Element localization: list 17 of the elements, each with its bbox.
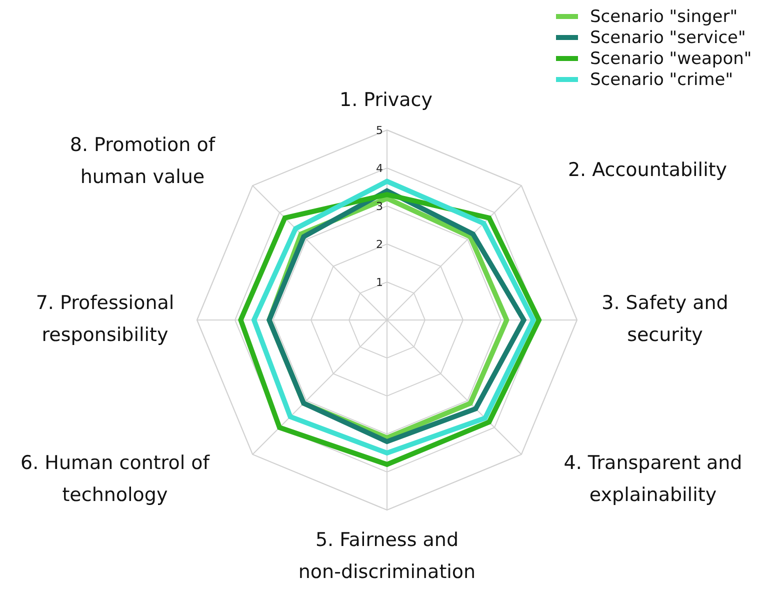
axis-label: 8. Promotion of human value: [68, 133, 216, 190]
legend-label: Scenario "singer": [590, 6, 738, 26]
axis-label: 7. Professional responsibility: [34, 291, 176, 348]
tick-label: 2: [376, 238, 383, 251]
tick-label: 5: [376, 124, 383, 137]
legend-label: Scenario "service": [590, 28, 746, 48]
tick-label: 4: [376, 162, 383, 175]
axis-label: 6. Human control of technology: [20, 451, 211, 508]
axis-label: 3. Safety and security: [600, 291, 730, 348]
tick-label: 1: [376, 276, 383, 289]
axis-label: 2. Accountability: [566, 158, 728, 183]
axis-label: 5. Fairness and non-discrimination: [297, 528, 477, 585]
axis-label: 1. Privacy: [338, 88, 434, 113]
axis-label: 4. Transparent and explainability: [562, 451, 744, 508]
tick-label: 3: [376, 200, 383, 213]
legend-label: Scenario "weapon": [590, 48, 752, 68]
legend-label: Scenario "crime": [590, 70, 734, 90]
